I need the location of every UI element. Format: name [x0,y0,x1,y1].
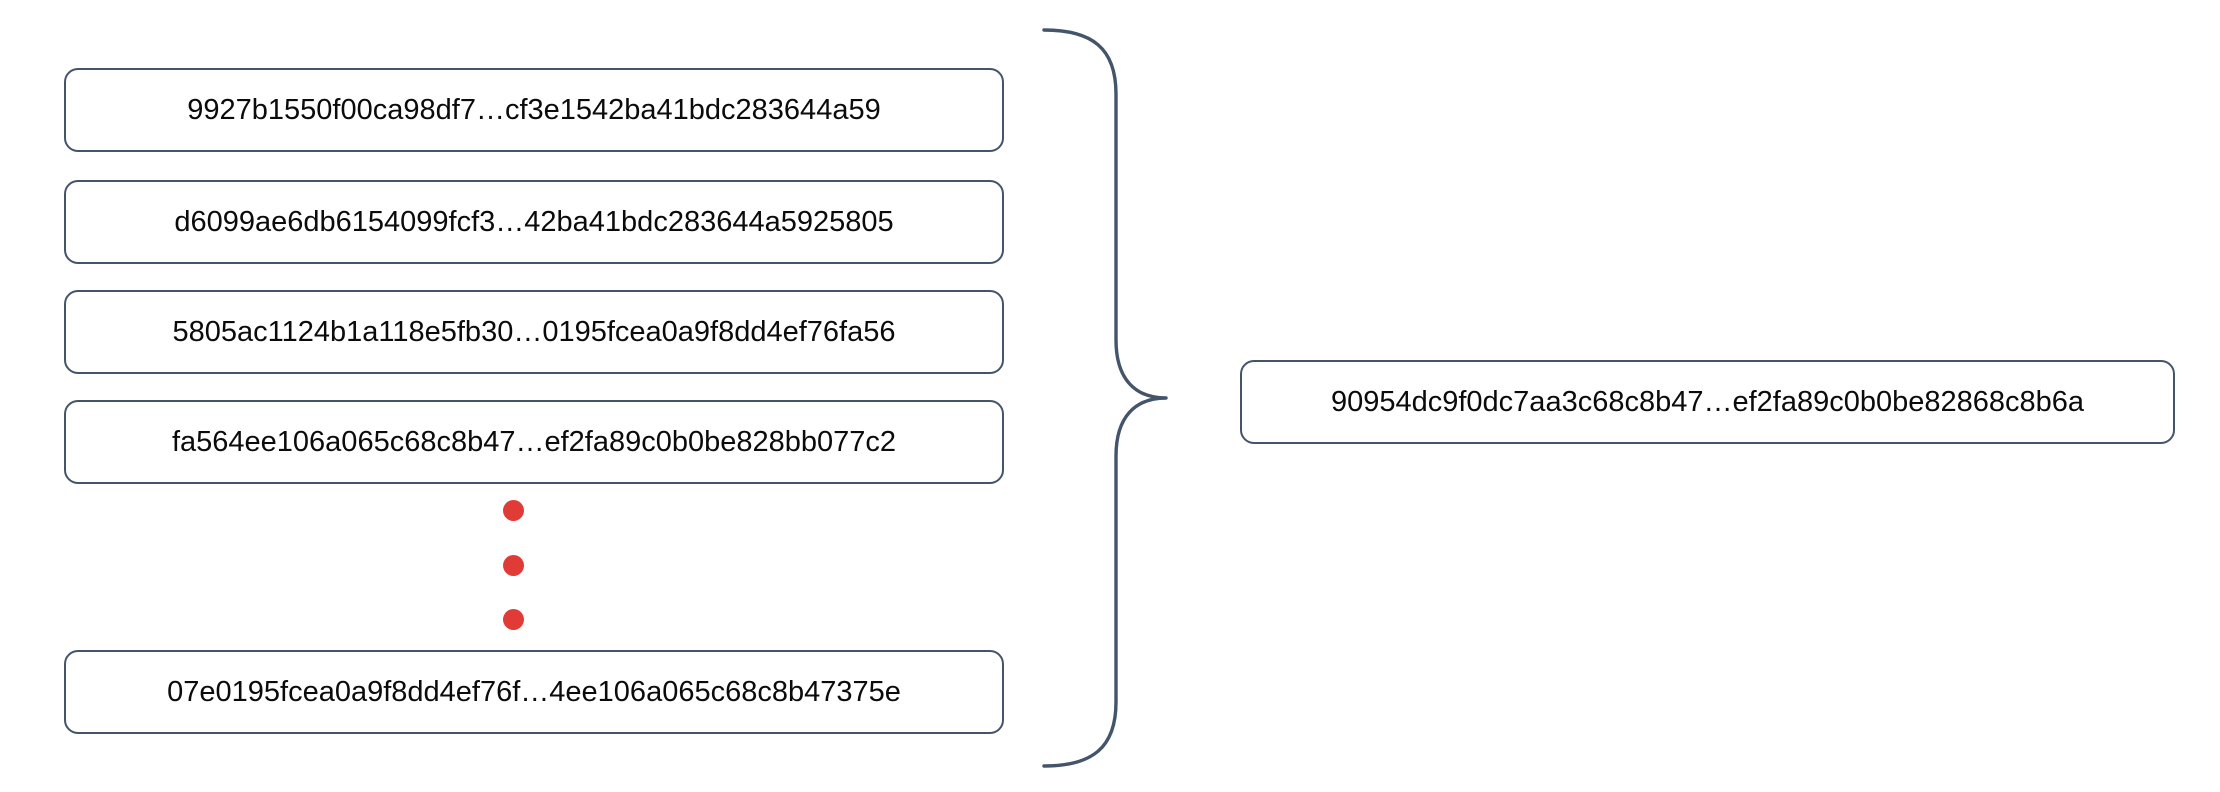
result-hash-box[interactable]: 90954dc9f0dc7aa3c68c8b47…ef2fa89c0b0be82… [1240,360,2175,444]
hash-box-3[interactable]: 5805ac1124b1a118e5fb30…0195fcea0a9f8dd4e… [64,290,1004,374]
vertical-ellipsis-icon [498,500,528,630]
hash-box-2[interactable]: d6099ae6db6154099fcf3…42ba41bdc283644a59… [64,180,1004,264]
hash-box-last[interactable]: 07e0195fcea0a9f8dd4ef76f…4ee106a065c68c8… [64,650,1004,734]
hash-value-last: 07e0195fcea0a9f8dd4ef76f…4ee106a065c68c8… [167,675,901,708]
curly-brace-icon [1042,28,1168,768]
hash-value-4: fa564ee106a065c68c8b47…ef2fa89c0b0be828b… [171,425,897,458]
result-hash-value: 90954dc9f0dc7aa3c68c8b47…ef2fa89c0b0be82… [1330,385,2085,418]
hash-value-3: 5805ac1124b1a118e5fb30…0195fcea0a9f8dd4e… [172,315,896,348]
hash-box-1[interactable]: 9927b1550f00ca98df7…cf3e1542ba41bdc28364… [64,68,1004,152]
hash-box-4[interactable]: fa564ee106a065c68c8b47…ef2fa89c0b0be828b… [64,400,1004,484]
hash-value-1: 9927b1550f00ca98df7…cf3e1542ba41bdc28364… [187,93,881,126]
ellipsis-dot-1 [502,500,524,521]
hash-value-2: d6099ae6db6154099fcf3…42ba41bdc283644a59… [174,205,894,238]
ellipsis-dot-2 [502,554,524,576]
ellipsis-dot-3 [502,609,524,630]
